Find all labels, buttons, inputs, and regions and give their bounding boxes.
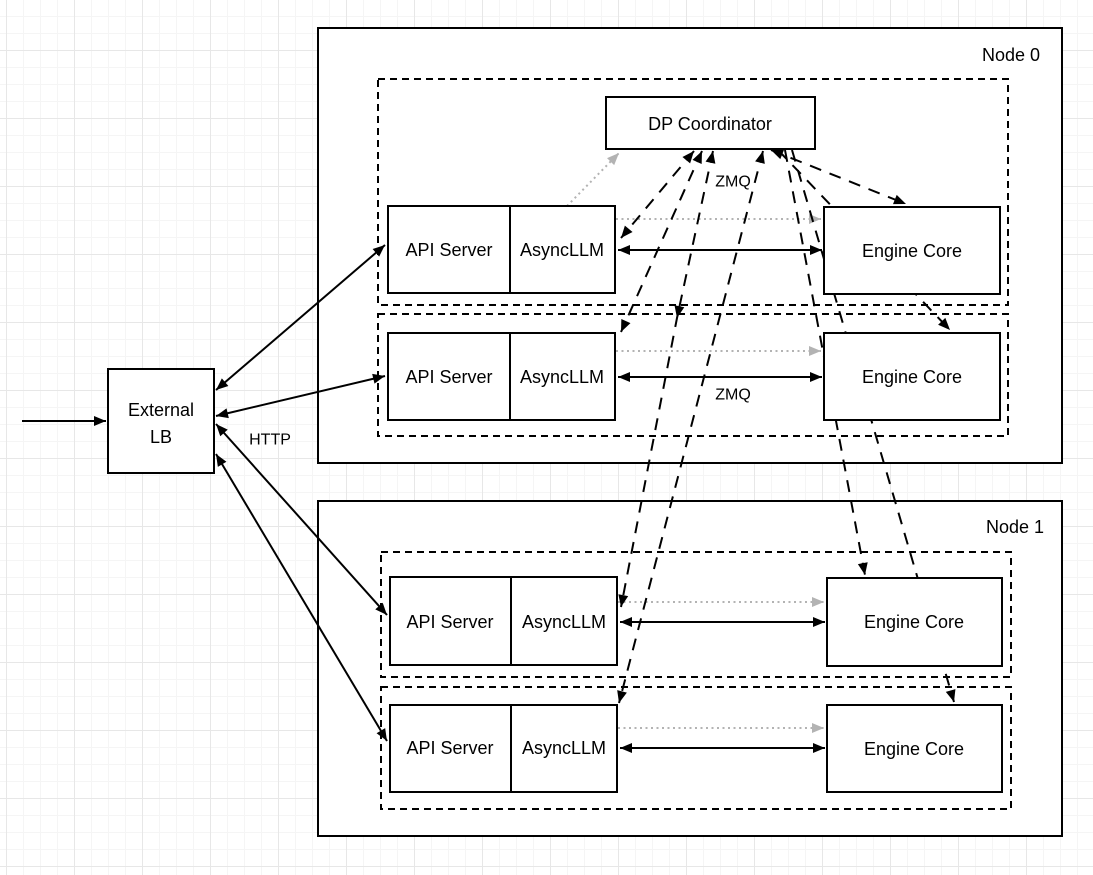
node1-rank0-engine-core-box xyxy=(826,577,1003,667)
edge-lb-node0-api1 xyxy=(215,373,386,419)
edge-coordinator-engine1-node1 xyxy=(791,149,956,703)
edge-lb-node1-api1 xyxy=(215,453,388,742)
node1-rank0-asyncllm-label: AsyncLLM xyxy=(522,612,606,632)
dp-coordinator-box xyxy=(605,96,816,150)
node0-rank1-api-server-label: API Server xyxy=(405,367,492,387)
label-zmq-coordinator: ZMQ xyxy=(715,174,751,191)
edge-lb-node0-api0 xyxy=(215,244,386,391)
node0-label: Node 0 xyxy=(982,45,1040,65)
node1-label: Node 1 xyxy=(986,517,1044,537)
node1-rank0-engine-core-label: Engine Core xyxy=(864,612,964,632)
node1-rank1-engine-core-label: Engine Core xyxy=(864,739,964,759)
node0-rank0-asyncllm-label: AsyncLLM xyxy=(520,240,604,260)
node1-rank1-asyncllm-label: AsyncLLM xyxy=(522,738,606,758)
edge-coordinator-async1-node1 xyxy=(617,150,765,704)
node1-rank0-api-server-label: API Server xyxy=(406,612,493,632)
node0-rank1-engine-core-label: Engine Core xyxy=(862,367,962,387)
node0-rank1-asyncllm-label: AsyncLLM xyxy=(520,367,604,387)
node0-rank0-engine-core-box xyxy=(823,206,1001,295)
node0-rank1-engine-core-box xyxy=(823,332,1001,421)
edge-coordinator-engine0-node0 xyxy=(770,149,907,205)
node0-rank0-api-async-box xyxy=(387,205,616,294)
node0-rank1-api-async-box xyxy=(387,332,616,421)
dp-coordinator-label: DP Coordinator xyxy=(648,114,772,134)
external-lb-label-line1: External xyxy=(128,400,194,420)
node1-rank0-api-async-box xyxy=(389,576,618,666)
node1-rank1-engine-core-box xyxy=(826,704,1003,793)
edge-dotted-async0-coordinator xyxy=(566,152,620,207)
label-zmq-engine: ZMQ xyxy=(715,387,751,404)
node0-rank0-engine-core-label: Engine Core xyxy=(862,241,962,261)
node0-rank0-api-server-label: API Server xyxy=(405,240,492,260)
external-lb-box xyxy=(107,368,215,474)
label-http: HTTP xyxy=(249,432,291,449)
node1-rank1-api-async-box xyxy=(389,704,618,793)
node1-rank1-api-server-label: API Server xyxy=(406,738,493,758)
external-lb-label-line2: LB xyxy=(150,427,172,447)
